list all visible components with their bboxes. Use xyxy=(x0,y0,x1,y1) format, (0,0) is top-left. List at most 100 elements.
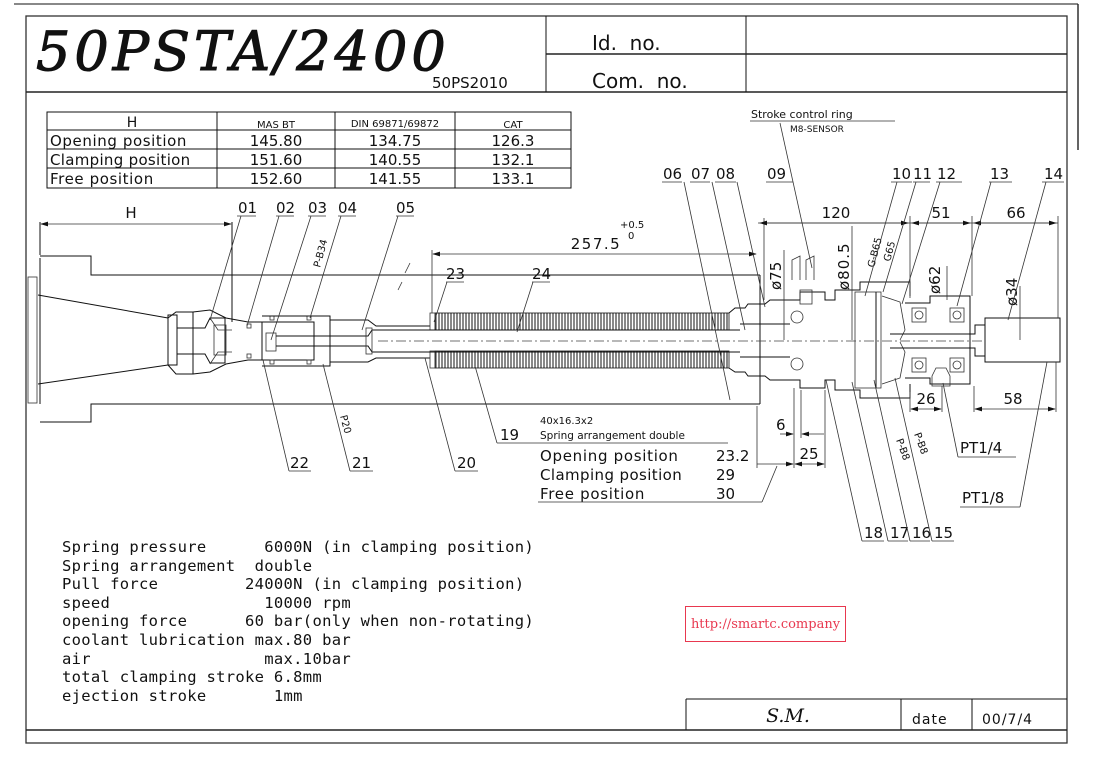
callout-07: 07 xyxy=(691,165,710,183)
com-no-label: Com. no. xyxy=(592,69,688,93)
spec-label: coolant lubrication xyxy=(62,630,255,649)
callout-18: 18 xyxy=(864,524,883,542)
dim-58: 58 xyxy=(1003,390,1022,408)
spring-row-label: Clamping position xyxy=(540,466,682,484)
assembly-section-view xyxy=(27,255,1061,423)
table-cell: 152.60 xyxy=(250,170,303,188)
spec-row: opening force 60 bar(only when non-rotat… xyxy=(62,612,534,631)
spec-value: 6.8mm xyxy=(273,668,323,687)
seal-label-p-b34: P-B34 xyxy=(312,238,330,269)
spring-row-value: 30 xyxy=(716,485,735,503)
rotary-union-block xyxy=(984,317,1061,363)
spec-label: Spring pressure xyxy=(62,538,265,556)
date-value: 00/7/4 xyxy=(982,712,1033,728)
title-block: 50PSTA/2400 50PS2010 Id. no. Com. no. xyxy=(26,16,1067,93)
signature-block: S.M. date 00/7/4 xyxy=(26,698,1067,731)
callout-10: 10 xyxy=(892,165,911,183)
spec-label: ejection stroke xyxy=(62,686,274,705)
m8-sensor-label: M8-SENSOR xyxy=(790,125,844,135)
spring-row-value: 29 xyxy=(716,466,735,484)
seal-label-g-b65: G-B65 xyxy=(866,236,885,268)
dim-66: 66 xyxy=(1006,204,1025,222)
h-dimension-table: H MAS BT DIN 69871/69872 CAT Opening pos… xyxy=(46,111,572,189)
seal-label-p-b8-b: P-B8 xyxy=(911,431,929,456)
callout-09: 09 xyxy=(767,165,786,183)
table-header-mas-bt: MAS BT xyxy=(257,120,296,131)
spec-label: Spring arrangement xyxy=(62,556,255,575)
table-cell: 145.80 xyxy=(250,132,303,150)
spec-label: total clamping stroke xyxy=(62,668,274,687)
spec-row: ejection stroke 1mm xyxy=(62,687,534,706)
specifications-list: Spring pressure 6000N (in clamping posit… xyxy=(62,538,534,705)
spring-arrangement-note: Spring arrangement double xyxy=(540,430,685,442)
table-header-din: DIN 69871/69872 xyxy=(351,119,439,130)
callout-11: 11 xyxy=(913,165,932,183)
seal-label-p20: P20 xyxy=(337,414,352,435)
spec-label: air xyxy=(62,649,265,668)
port-pt1-8: PT1/8 xyxy=(962,489,1004,507)
table-row-label: Free position xyxy=(50,170,154,188)
callout-17: 17 xyxy=(890,524,909,542)
part-callouts: Stroke control ring M8-SENSOR 01 02 03 0… xyxy=(209,108,1064,542)
spring-row-label: Free position xyxy=(540,485,645,503)
id-no-label: Id. no. xyxy=(592,31,661,55)
table-header-h: H xyxy=(127,115,138,131)
callout-21: 21 xyxy=(352,454,371,472)
spec-row: air max.10bar xyxy=(62,650,534,669)
spec-row: Pull force 24000N (in clamping position) xyxy=(62,575,534,594)
spec-value: 10000 rpm xyxy=(264,593,351,612)
spring-stack-lower xyxy=(434,350,730,369)
spec-value: max.10bar xyxy=(264,649,351,668)
spec-value: double xyxy=(254,556,313,575)
spec-label: opening force xyxy=(62,612,246,631)
spec-row: speed 10000 rpm xyxy=(62,594,534,613)
spec-row: coolant lubrication max.80 bar xyxy=(62,631,534,650)
callout-15: 15 xyxy=(934,524,953,542)
dim-25: 25 xyxy=(799,445,818,463)
spec-label: Pull force xyxy=(62,575,246,594)
spec-row: total clamping stroke 6.8mm xyxy=(62,668,534,687)
callout-14: 14 xyxy=(1044,165,1063,183)
date-label: date xyxy=(912,712,948,728)
spec-value: 60 bar(only when non-rotating) xyxy=(245,612,534,631)
port-pt1-4: PT1/4 xyxy=(960,439,1002,457)
callout-03: 03 xyxy=(308,199,327,217)
spring-size: 40x16.3x2 xyxy=(540,416,593,427)
spec-row: Spring pressure 6000N (in clamping posit… xyxy=(62,538,534,557)
callout-04: 04 xyxy=(338,199,357,217)
table-cell: 134.75 xyxy=(369,132,422,150)
dim-tol-upper: +0.5 xyxy=(620,220,644,231)
spec-row: Spring arrangement double xyxy=(62,557,534,576)
callout-02: 02 xyxy=(276,199,295,217)
stroke-control-ring-label: Stroke control ring xyxy=(751,108,853,121)
callout-23: 23 xyxy=(446,265,465,283)
spec-value: 1mm xyxy=(273,686,303,705)
table-row-label: Opening position xyxy=(50,132,187,150)
table-cell: 133.1 xyxy=(492,170,535,188)
seal-label-p-b8-a: P-B8 xyxy=(893,437,911,462)
dim-phi34: ø34 xyxy=(1003,278,1021,306)
spec-value: 24000N (in clamping position) xyxy=(245,575,525,594)
dim-26: 26 xyxy=(916,390,935,408)
callout-24: 24 xyxy=(532,265,551,283)
dim-h: H xyxy=(125,204,136,222)
model-title: 50PSTA/2400 xyxy=(36,20,450,83)
table-cell: 132.1 xyxy=(492,151,535,169)
sub-model-code: 50PS2010 xyxy=(432,74,508,92)
table-row-label: Clamping position xyxy=(50,151,190,169)
dim-120: 120 xyxy=(822,204,851,222)
spring-row-value: 23.2 xyxy=(716,447,749,465)
callout-01: 01 xyxy=(238,199,257,217)
table-cell: 141.55 xyxy=(369,170,422,188)
dim-51: 51 xyxy=(931,204,950,222)
table-cell: 151.60 xyxy=(250,151,303,169)
spring-stack-upper xyxy=(434,312,730,331)
callout-22: 22 xyxy=(290,454,309,472)
watermark-link[interactable]: http://smartc.company xyxy=(685,606,846,642)
callout-05: 05 xyxy=(396,199,415,217)
dim-phi75: ø75 xyxy=(767,262,785,290)
table-header-cat: CAT xyxy=(503,120,523,131)
dim-phi62: ø62 xyxy=(926,266,944,294)
callout-13: 13 xyxy=(990,165,1009,183)
